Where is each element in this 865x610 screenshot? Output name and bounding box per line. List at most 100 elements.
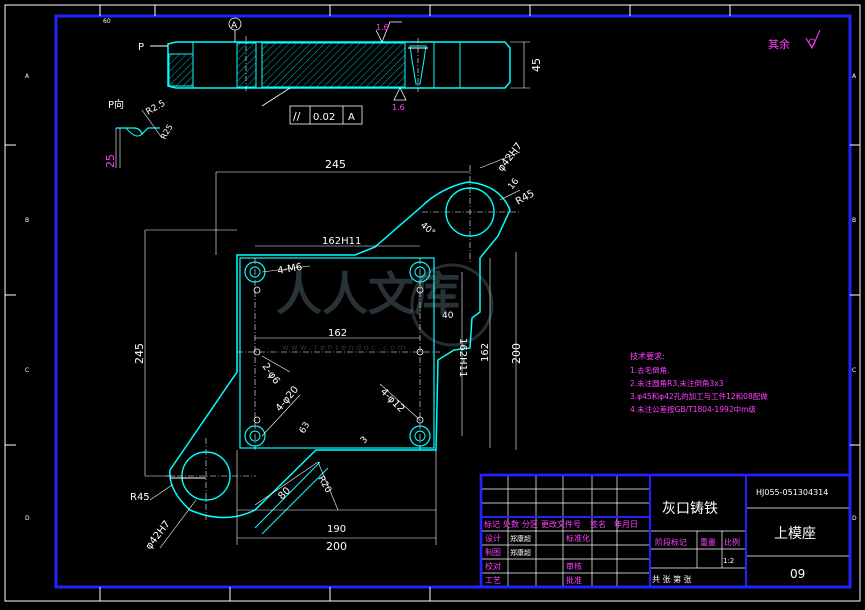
section-hatch-right [261, 42, 406, 88]
counterbore-hole-tl [244, 261, 266, 283]
guide-hole-bottom [181, 451, 231, 501]
scale-value: 1:2 [723, 557, 734, 565]
detail-view-title: P向 [108, 98, 124, 111]
section-view: P A 1.6 1.6 45 // 0.02 A [138, 17, 543, 125]
detail-height-dim: 25 [104, 154, 117, 168]
roughness-other: 其余 [768, 29, 821, 51]
watermark-logo-ring [410, 263, 494, 347]
row-label-process: 工艺 [485, 576, 501, 585]
dim-162-top: 162H11 [322, 236, 361, 247]
section-height-dim: 45 [530, 58, 543, 72]
dim-4-phi12: 4-φ12 [378, 386, 406, 414]
flatness-symbol: // [293, 110, 301, 123]
dim-63: 63 [298, 421, 312, 436]
dim-162-right-2: 162 [480, 343, 491, 362]
designer-name: 郑康超 [510, 534, 531, 543]
flatness-frame [289, 105, 363, 125]
roughness-other-symbol [805, 29, 821, 50]
dim-hole-top: φ42H7 [496, 141, 525, 174]
zone-letter-c: C [25, 367, 29, 374]
dim-200-right: 200 [510, 343, 523, 364]
flatness-value: 0.02 [313, 112, 335, 123]
zone-letter-a: A [25, 73, 30, 80]
threaded-hole [409, 45, 427, 85]
zone-letter-c-right: C [852, 367, 856, 374]
watermark-text: 人人文库 [276, 267, 460, 321]
dim-190: 190 [327, 524, 346, 535]
zone-letter-a-right: A [852, 73, 857, 80]
roughness-other-label: 其余 [768, 37, 790, 51]
dim-hole-bottom: φ42H7 [144, 519, 173, 552]
dim-3: 3 [359, 435, 370, 446]
weight-label: 重量 [700, 537, 716, 547]
dim-245-top: 245 [325, 158, 346, 171]
header-sign: 签名 [590, 519, 606, 529]
counterbore-hole-br [409, 425, 431, 447]
dim-80: 80 [276, 485, 293, 502]
header-date: 年月日 [614, 519, 638, 529]
flatness-datum: A [348, 112, 355, 123]
header-zone: 分区 [522, 520, 538, 529]
section-cut-label: P [138, 42, 144, 53]
section-hatch-left [168, 53, 194, 87]
m6-holes [253, 286, 424, 424]
material-label: 灰口铸铁 [662, 501, 718, 517]
detail-r-dim: R2.5 [145, 99, 168, 118]
section-hatch-mid [236, 42, 257, 88]
sheet-frame: 60 A B C D A B C D [4, 4, 861, 602]
tech-req-item-4: 4.未注公差按GB/T1804-1992中m级 [630, 404, 756, 414]
watermark-url: w w w . r e n r e n d o c . c o m [282, 343, 406, 352]
guide-hole-top [445, 187, 495, 237]
drawing-number: HJ055-051304314 [756, 488, 828, 497]
stage-mark-label: 阶段标记 [655, 537, 687, 547]
dim-4-m6: 4-M6 [277, 262, 303, 277]
sheet-number: 09 [790, 567, 805, 581]
dim-40: 40 [442, 311, 454, 321]
tech-req-title: 技术要求: [630, 351, 665, 361]
sheet-count-label: 共 张 第 张 [652, 574, 692, 584]
roughness-top-value: 1.6 [376, 23, 389, 32]
detail-p-view: P向 R2.5 R25 25 [104, 98, 175, 168]
row-label-draft: 制图 [485, 547, 501, 557]
header-count: 处数 [503, 519, 519, 529]
frame-ref-number: 60 [103, 18, 111, 25]
zone-letter-d-right: D [852, 515, 857, 522]
detail-profile [116, 127, 160, 136]
dim-angle: 40° [418, 221, 437, 239]
watermark: 人人文库 w w w . r e n r e n d o c . c o m [276, 263, 494, 352]
header-change-doc: 更改文件号 [541, 519, 581, 529]
roughness-symbol-bottom [393, 87, 407, 101]
dim-r45-bottom: R45 [130, 492, 150, 503]
dim-r16: 16 [506, 176, 521, 191]
dim-245-left: 245 [133, 343, 146, 364]
detail-r-dim-2: R25 [159, 123, 175, 141]
row-label-check: 校对 [485, 561, 501, 571]
drafter-name: 郑康超 [510, 548, 531, 557]
section-outline [167, 41, 511, 89]
title-block: 灰口铸铁 HJ055-051304314 上模座 09 1:2 标记 处数 分区… [479, 473, 852, 589]
counterbore-hole-tr [409, 261, 431, 283]
tech-req-item-1: 1.去毛倒角. [630, 365, 670, 375]
tech-req-item-3: 3.φ45和φ42孔的加工与工件12和08配做 [630, 391, 768, 401]
part-name: 上模座 [774, 526, 816, 542]
tech-req-item-2: 2.未注圆角R3,未注倒角3x3 [630, 378, 724, 388]
zone-letter-b: B [25, 217, 29, 224]
tech-requirements: 技术要求: 1.去毛倒角. 2.未注圆角R3,未注倒角3x3 3.φ45和φ42… [630, 351, 768, 414]
dim-4-phi20: 4-φ20 [274, 384, 301, 414]
counterbore-hole-bl [244, 425, 266, 447]
zone-letter-d: D [25, 515, 30, 522]
zone-letter-b-right: B [852, 217, 856, 224]
dim-162-right: 162H11 [457, 338, 468, 377]
datum-a-label: A [231, 21, 238, 31]
row-label-design: 设计 [485, 533, 501, 543]
dim-162-mid: 162 [328, 328, 347, 339]
roughness-symbol-top [375, 21, 402, 43]
scale-label: 比例 [724, 537, 740, 547]
roughness-bottom-value: 1.6 [392, 103, 405, 112]
standardization-label: 标准化 [566, 533, 590, 543]
dim-200-bottom: 200 [326, 540, 347, 553]
plate-outline [169, 181, 511, 519]
approve-label: 批准 [566, 575, 582, 585]
